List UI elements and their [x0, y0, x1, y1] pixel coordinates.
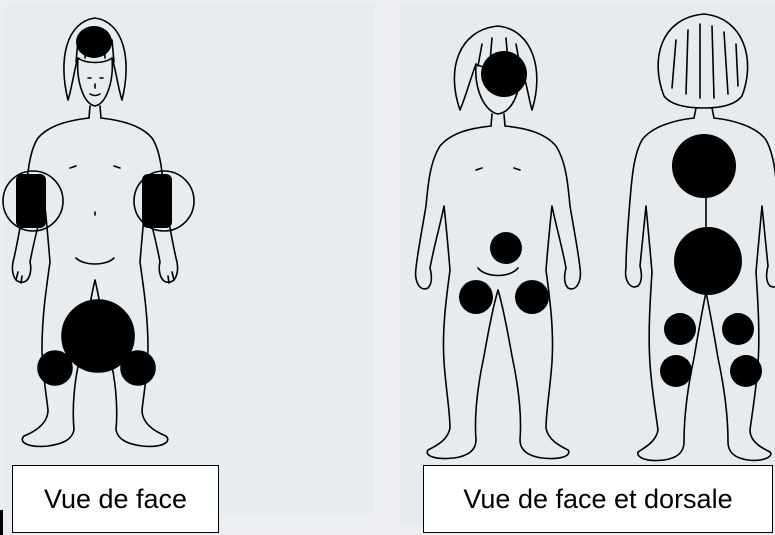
- marker-head-top: [76, 26, 112, 58]
- scan-edge-mark: [0, 510, 3, 535]
- marker-left-back-thigh: [664, 313, 696, 345]
- marker-upper-back: [672, 134, 736, 198]
- marker-groin: [490, 232, 522, 264]
- figure-front-view-left: [12, 18, 177, 446]
- caption-front-and-back-view: Vue de face et dorsale: [423, 465, 773, 533]
- marker-face: [481, 51, 527, 97]
- marker-left-calf: [660, 355, 692, 387]
- marker-left-upper-arm: [16, 174, 46, 228]
- caption-front-view: Vue de face: [12, 465, 219, 533]
- marker-right-upper-arm: [142, 174, 172, 228]
- marker-buttocks: [674, 227, 742, 295]
- marker-right-calf: [730, 355, 762, 387]
- marker-right-back-thigh: [722, 313, 754, 345]
- marker-right-thigh: [515, 280, 549, 314]
- marker-left-thigh: [459, 280, 493, 314]
- caption-front-and-back-view-text: Vue de face et dorsale: [463, 484, 732, 515]
- caption-front-view-text: Vue de face: [44, 484, 187, 515]
